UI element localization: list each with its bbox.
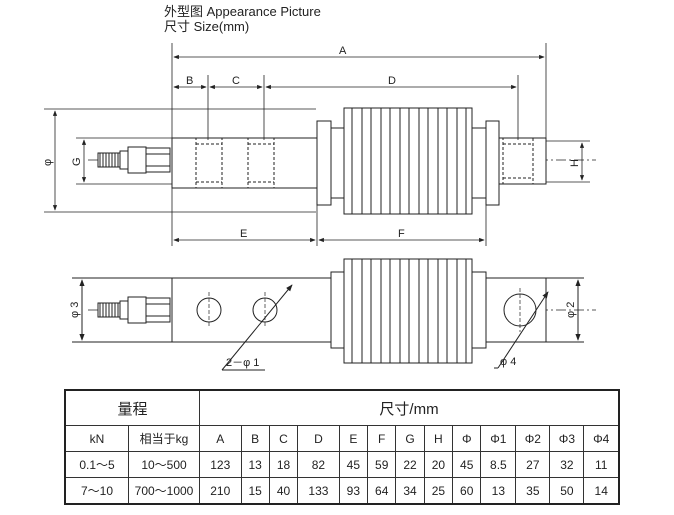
col-header: E [338,425,369,452]
col-header: D [297,425,340,452]
table-cell: 40 [268,477,299,505]
table-cell: 27 [515,451,551,478]
size-group-header: 尺寸/mm [199,389,620,426]
dim-label-phi2: φ 2 [565,302,577,318]
col-header: Φ2 [515,425,551,452]
cell-kn: 0.1～5 [64,451,129,478]
front-view [72,258,596,371]
dim-label-g: G [71,157,83,166]
dim-label-f: F [398,228,405,240]
table-cell: 13 [240,451,270,478]
table-cell: 25 [423,477,454,505]
table-cell: 60 [452,477,482,505]
table-cell: 123 [199,451,242,478]
cell-kn: 7～10 [64,477,129,505]
col-header: H [423,425,454,452]
table-cell: 35 [515,477,551,505]
bellows-front [343,258,473,364]
col-header-kn: kN [64,425,129,452]
top-view [88,107,596,215]
drawing-subtitle: 尺寸 Size(mm) [164,19,250,34]
dim-label-c: C [232,75,240,87]
dim-label-h: H [569,159,581,167]
dim-label-phi: φ [42,159,54,166]
col-header: F [367,425,397,452]
table-cell: 34 [395,477,425,505]
drawing-title: 外型图 Appearance Picture [164,4,321,19]
col-header-kg: 相当于kg [128,425,200,452]
col-header: Φ3 [549,425,585,452]
table-header-row: 量程 尺寸/mm [64,389,620,426]
table-cell: 13 [480,477,517,505]
table-cell: 18 [268,451,299,478]
table-cell: 8.5 [480,451,517,478]
col-header: Φ4 [583,425,620,452]
table-cell: 14 [583,477,620,505]
dim-label-phi4: φ 4 [500,356,516,368]
cell-kg: 700～1000 [128,477,200,505]
table-cell: 59 [367,451,397,478]
dim-label-e: E [240,228,247,240]
cell-kg: 10～500 [128,451,200,478]
table-cell: 50 [549,477,585,505]
col-header: Φ [452,425,482,452]
table-cell: 45 [338,451,369,478]
table-cell: 32 [549,451,585,478]
table-cell: 93 [338,477,369,505]
table-cell: 64 [367,477,397,505]
table-cell: 15 [240,477,270,505]
dim-label-phi3: φ 3 [69,302,81,318]
col-header: G [395,425,425,452]
bellows [343,107,473,215]
load-cell-drawing: A B C D E F φ G H φ 3 φ 2 2－φ 1 φ 4 [42,43,596,371]
dim-label-d: D [388,75,396,87]
table-cell: 20 [423,451,454,478]
dim-label-b: B [186,75,193,87]
dim-label-phi1: 2－φ 1 [226,357,259,369]
col-header: C [268,425,299,452]
table-cell: 133 [297,477,340,505]
range-group-header: 量程 [64,389,200,426]
table-cell: 11 [583,451,620,478]
col-header: A [199,425,242,452]
table-cell: 210 [199,477,242,505]
col-header: Φ1 [480,425,517,452]
col-header: B [240,425,270,452]
table-cell: 45 [452,451,482,478]
table-cell: 82 [297,451,340,478]
table-cell: 22 [395,451,425,478]
dim-label-a: A [339,45,347,57]
